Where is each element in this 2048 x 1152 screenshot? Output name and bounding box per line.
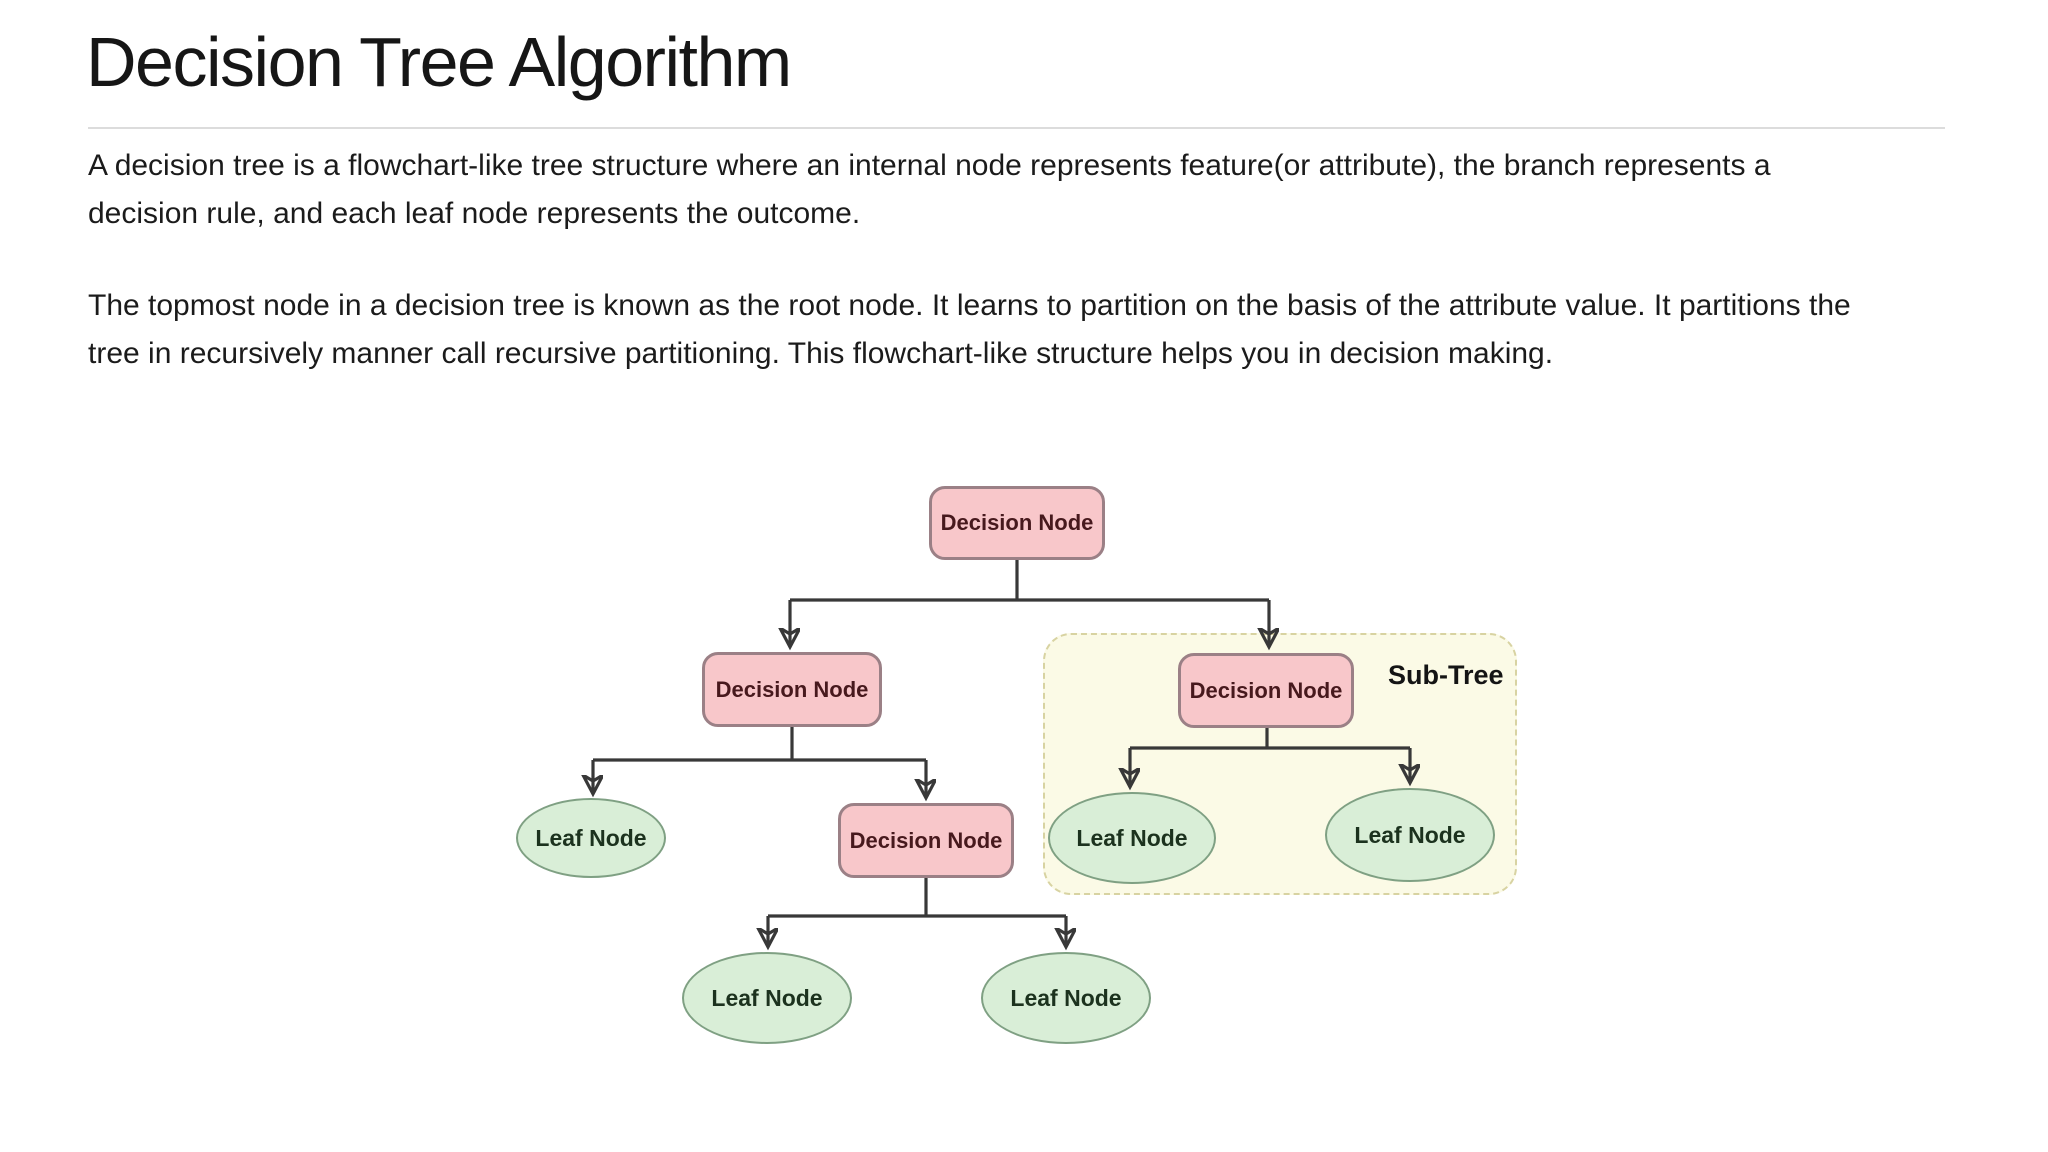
node-left-leaf: Leaf Node — [516, 798, 666, 878]
root-node-paragraph: The topmost node in a decision tree is k… — [88, 289, 1851, 370]
node-subtree-decision: Decision Node — [1178, 653, 1354, 728]
node-subtree-leaf-right: Leaf Node — [1325, 788, 1495, 882]
title-divider — [88, 127, 1945, 129]
node-middle-decision: Decision Node — [838, 803, 1014, 878]
intro-paragraph: A decision tree is a flowchart-like tree… — [88, 149, 1771, 230]
node-bottom-leaf-right: Leaf Node — [981, 952, 1151, 1044]
node-root-decision: Decision Node — [929, 486, 1105, 560]
node-bottom-leaf-left: Leaf Node — [682, 952, 852, 1044]
page-title: Decision Tree Algorithm — [86, 23, 792, 101]
subtree-label: Sub-Tree — [1388, 660, 1504, 690]
node-left-decision: Decision Node — [702, 652, 882, 727]
node-subtree-leaf-left: Leaf Node — [1048, 792, 1216, 884]
